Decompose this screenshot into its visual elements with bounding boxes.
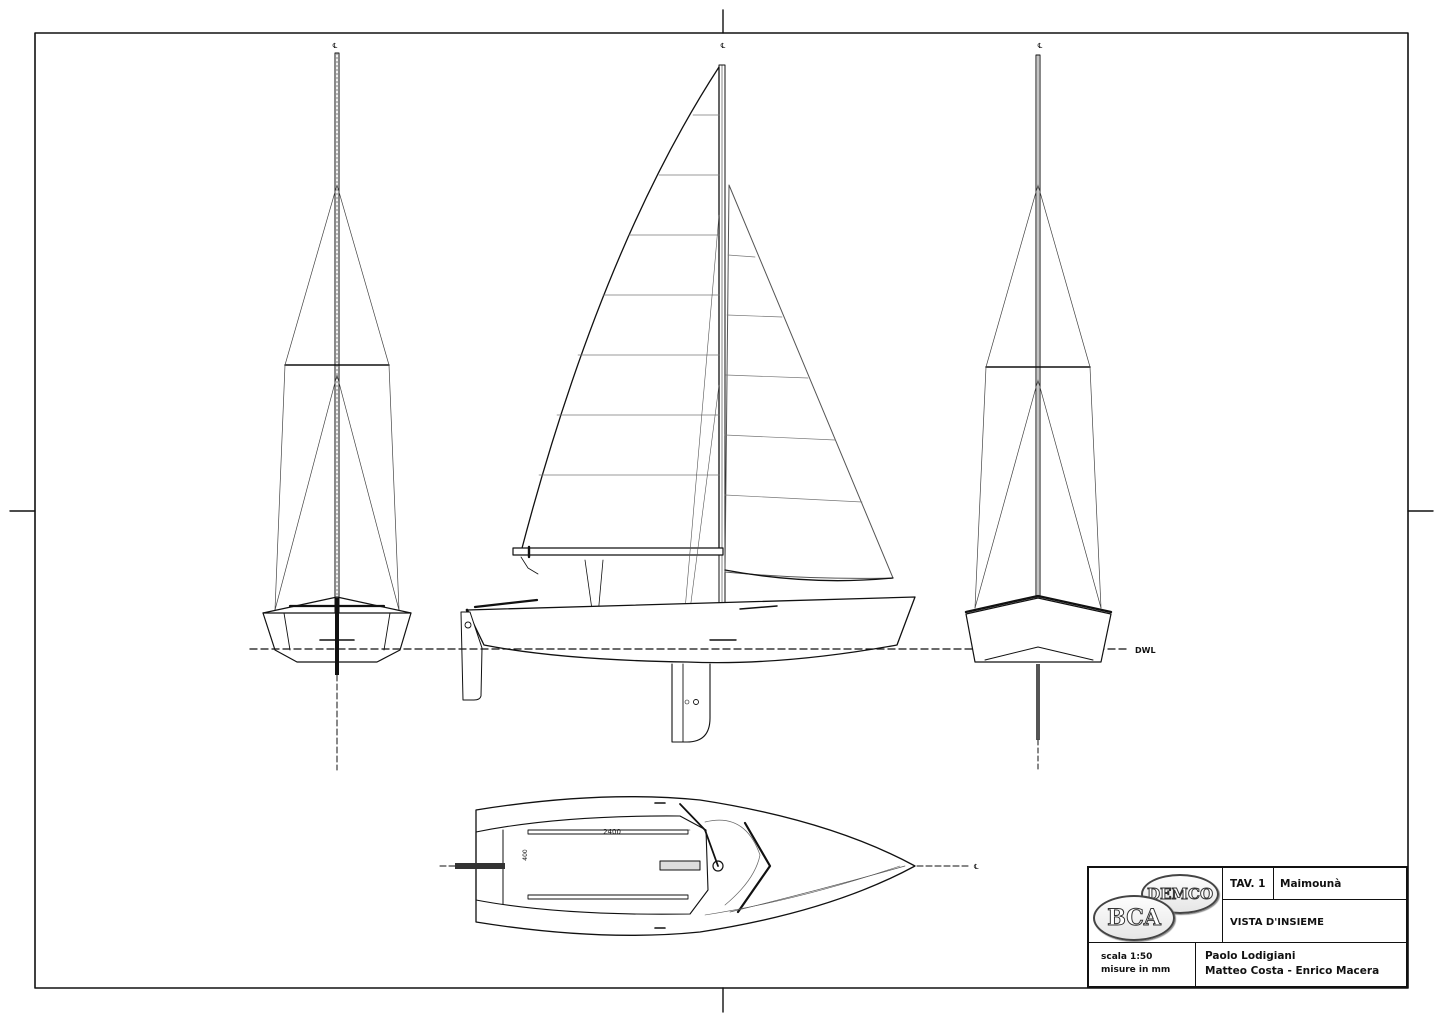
tb-divider <box>1195 942 1196 988</box>
tb-divider <box>1222 868 1223 942</box>
profile-view: ℄ <box>460 42 916 743</box>
dimension-400: 400 <box>522 849 529 861</box>
title-block: DEMCO BCA TAV. 1 Maimounà VISTA D'INSIEM… <box>1087 866 1408 988</box>
svg-text:℄: ℄ <box>974 863 979 871</box>
logo-bca-text: BCA <box>1107 905 1162 932</box>
centerline-symbol: ℄ <box>333 42 338 50</box>
logo-bca: BCA <box>1093 895 1175 941</box>
dimension-2400: 2400 <box>603 828 621 836</box>
project-name: Maimounà <box>1280 878 1342 890</box>
centering-marks <box>9 9 1434 1013</box>
units-label: misure in mm <box>1101 965 1171 975</box>
drawing-title: VISTA D'INSIEME <box>1230 917 1324 928</box>
svg-text:℄: ℄ <box>1038 42 1043 50</box>
logo-demco-text: DEMCO <box>1146 885 1214 904</box>
author-1: Paolo Lodigiani <box>1205 950 1296 962</box>
tb-divider <box>1222 899 1408 900</box>
scale-label: scala 1:50 <box>1101 952 1153 962</box>
dwl-label: DWL <box>1135 646 1156 655</box>
svg-text:℄: ℄ <box>721 42 726 50</box>
authors-2: Matteo Costa - Enrico Macera <box>1205 965 1380 977</box>
bow-view: ℄ <box>964 42 1113 771</box>
stern-view: ℄ <box>262 42 412 771</box>
tb-divider <box>1273 868 1274 899</box>
sheet-number: TAV. 1 <box>1230 878 1266 890</box>
deck-plan-view: ℄ 2400 400 <box>439 796 979 936</box>
tb-divider <box>1089 942 1408 943</box>
